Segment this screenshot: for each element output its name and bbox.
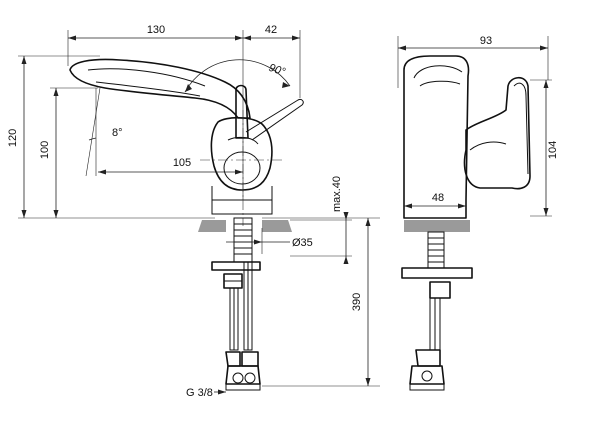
side-mounting-nut (429, 281, 451, 299)
label-side-depth: 93 (480, 35, 492, 47)
side-body (403, 55, 470, 219)
label-handle-to-spout: 105 (173, 157, 191, 169)
label-hose-length: 390 (351, 293, 363, 311)
label-spout-tilt: 8° (112, 127, 123, 139)
label-spout-height: 100 (39, 141, 51, 159)
side-handle (463, 76, 531, 190)
handle-rotated (245, 99, 304, 141)
hose-fitting-right (241, 351, 259, 367)
side-countertop (404, 220, 470, 232)
label-handle-offset: 42 (265, 24, 277, 36)
handle-lever (235, 84, 249, 139)
mounting-plate (211, 261, 261, 271)
spout (69, 58, 251, 119)
label-side-height: 104 (547, 141, 559, 159)
label-body-width: 48 (432, 192, 444, 204)
hose-fitting-left (225, 351, 241, 367)
label-total-height: 120 (7, 129, 19, 147)
side-hose-fitting (415, 349, 441, 367)
label-max-deck: max.40 (331, 176, 343, 212)
side-view: 93 104 48 (397, 35, 559, 391)
flex-hoses (229, 261, 253, 351)
countertop-right (262, 220, 292, 232)
side-mounting-plate (401, 267, 473, 279)
countertop-left (198, 220, 226, 232)
label-hole-diameter: Ø35 (292, 237, 313, 249)
label-handle-angle: 90° (267, 62, 287, 79)
label-spout-length: 130 (147, 24, 165, 36)
label-connection: G 3/8 (186, 387, 213, 399)
front-view: 130 42 120 100 90° (7, 24, 380, 399)
faucet-body (210, 116, 273, 191)
